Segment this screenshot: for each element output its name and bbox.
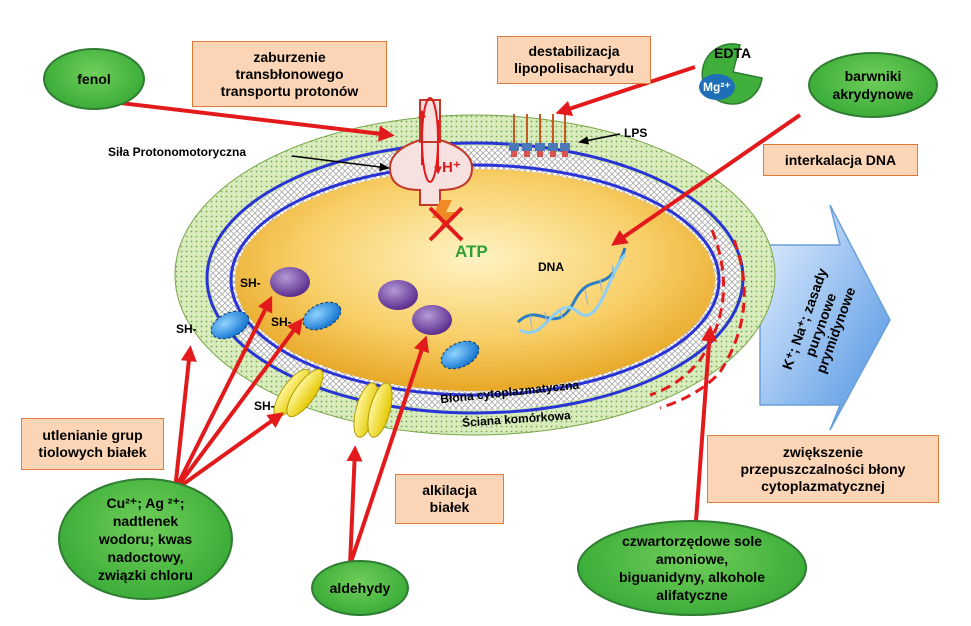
protein-cyan xyxy=(210,310,250,340)
pmf-pointer xyxy=(291,155,391,172)
lps-heads xyxy=(509,143,570,151)
agent-quats: czwartorzędowe sole amoniowe, biguanidyn… xyxy=(577,520,807,616)
atp-bolt xyxy=(432,200,458,236)
red-arrows xyxy=(94,65,802,566)
dna-label: DNA xyxy=(538,260,564,274)
agent-oxidizers: Cu²⁺; Ag ²⁺; nadtlenek wodoru; kwas nado… xyxy=(58,478,233,600)
atp-label: ATP xyxy=(455,242,488,261)
agent-aldehydes: aldehydy xyxy=(311,560,409,616)
box-lps-destabilization: destabilizacja lipopolisacharydu xyxy=(497,36,651,84)
protein-purple xyxy=(378,280,418,310)
sh-label: SH- xyxy=(254,399,275,413)
sh-label: SH- xyxy=(176,322,197,336)
box-membrane-permeability: zwiększenie przepuszczalności błony cyto… xyxy=(707,435,939,503)
box-protein-alkylation: alkilacja białek xyxy=(395,474,504,524)
lps-molecules xyxy=(513,114,566,148)
agent-acridine-dyes: barwniki akrydynowe xyxy=(808,52,938,118)
hplus-label: H⁺ xyxy=(442,159,461,176)
cytoplasmic-membrane xyxy=(229,163,721,397)
porin-channel-2 xyxy=(353,382,393,438)
agent-phenol: fenol xyxy=(43,48,145,110)
lps-pointer xyxy=(577,133,621,145)
protein-cyan xyxy=(440,340,480,370)
efflux-arrow xyxy=(759,204,891,431)
protein-cyan xyxy=(302,301,342,331)
dna-rungs xyxy=(529,264,615,331)
mg-label: Mg²⁺ xyxy=(703,80,731,94)
protein-purple xyxy=(270,267,310,297)
mg-ion xyxy=(699,74,735,100)
dna-helix xyxy=(516,247,627,335)
sh-label: SH- xyxy=(271,315,292,329)
edta-label: EDTA xyxy=(714,45,752,61)
box-proton-transport: zaburzenie transbłonowego transportu pro… xyxy=(192,41,387,107)
protein-purple xyxy=(412,305,452,335)
damaged-membrane xyxy=(649,229,726,397)
cytoplasm xyxy=(235,169,715,391)
lps-label: LPS xyxy=(624,126,648,140)
sh-label: SH- xyxy=(240,276,261,290)
box-thiol-oxidation: utlenianie grup tiolowych białek xyxy=(21,418,164,470)
pmf-label: Siła Protonomotoryczna xyxy=(108,145,247,159)
box-dna-intercalation: interkalacja DNA xyxy=(763,144,918,176)
